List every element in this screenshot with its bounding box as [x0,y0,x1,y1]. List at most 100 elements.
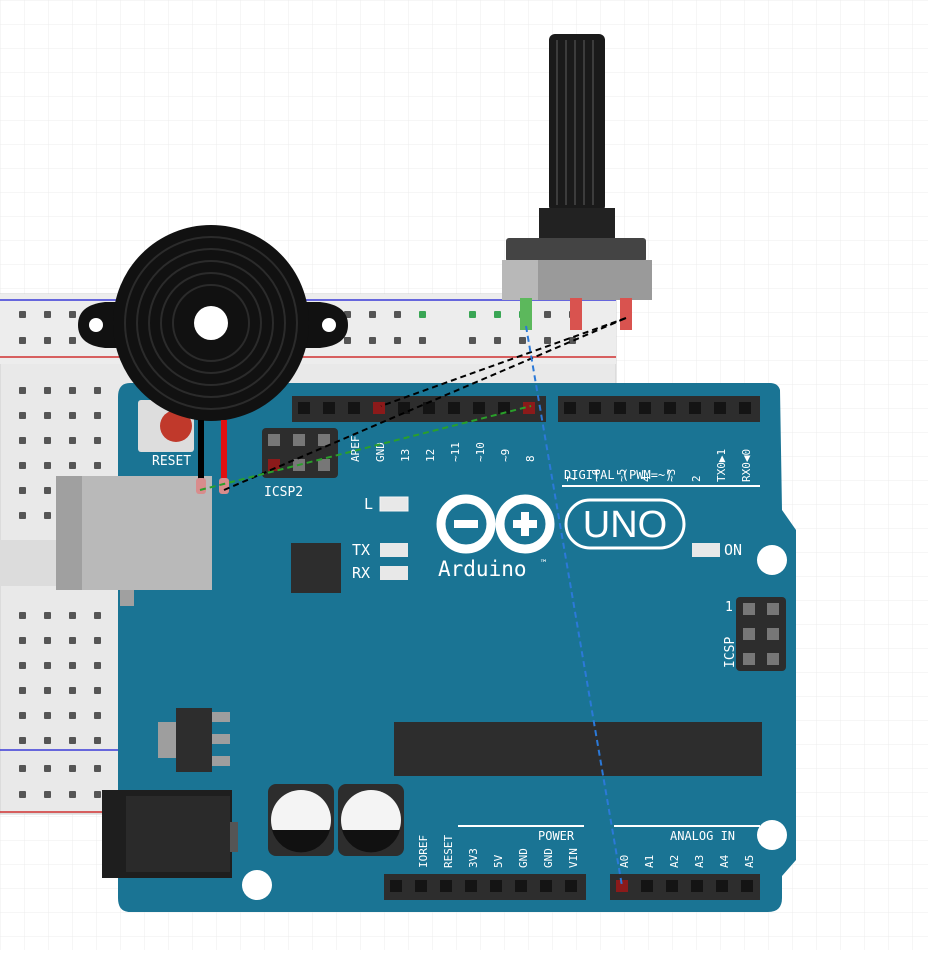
header-pin [515,880,527,892]
breadboard-hole [44,791,51,798]
breadboard-hole [69,637,76,644]
breadboard-hole [19,791,26,798]
trademark-label: ™ [540,559,546,569]
breadboard-hole [44,412,51,419]
wire-pot-to-a0 [525,325,623,887]
icsp-header: 1 ICSP [723,597,786,671]
breadboard-hole [369,337,376,344]
capacitor [338,784,404,856]
pin-label: 12 [424,449,437,462]
breadboard-hole [494,337,501,344]
header-pin [641,880,653,892]
header-pin [398,402,410,414]
microcontroller-chip [394,722,762,776]
digital-header-left [292,396,546,422]
header-pin [523,402,535,414]
breadboard-hole [44,512,51,519]
breadboard-hole [44,311,51,318]
pin-label: RX0◀0 [740,449,753,482]
breadboard-hole [19,487,26,494]
pin-label: ~6 [590,469,603,482]
breadboard-hole [19,712,26,719]
header-pin [298,402,310,414]
breadboard-hole [94,412,101,419]
icsp-label: ICSP [723,637,738,668]
breadboard-hole [69,612,76,619]
breadboard-hole [19,412,26,419]
pin-label: ~11 [449,442,462,462]
wire-buzzer-to-pin8 [199,405,532,491]
breadboard-hole [44,612,51,619]
digital-header-right [558,396,760,422]
breadboard-hole [94,462,101,469]
breadboard-hole [369,311,376,318]
breadboard-hole [19,337,26,344]
analog-label: ANALOG IN [670,829,735,843]
header-pin [473,402,485,414]
pin-label: VIN [567,848,580,868]
breadboard-hole [69,412,76,419]
breadboard-hole [94,737,101,744]
breadboard-hole [94,765,101,772]
board-pcb [118,383,796,912]
breadboard-hole [94,712,101,719]
breadboard-hole [44,487,51,494]
analog-header [610,874,760,900]
header-pin [448,402,460,414]
breadboard-hole [394,311,401,318]
capacitor [268,784,334,856]
minus-icon [454,520,478,528]
breadboard-hole [44,462,51,469]
mount-hole [242,870,272,900]
breadboard-hole [19,662,26,669]
breadboard-hole [94,662,101,669]
header-pin [373,402,385,414]
header-pin [616,880,628,892]
led-on-label: ON [724,541,742,559]
led-rx-label: RX [352,564,370,582]
power-jack [102,790,238,878]
pin-label: GND [542,848,555,868]
pin-label: 4 [640,475,653,482]
led-rx: RX [352,564,408,582]
power-header [384,874,586,900]
led-on: ON [692,541,742,559]
pot-pin-right [620,298,632,330]
header-pin [589,402,601,414]
breadboard-hole [19,462,26,469]
breadboard-hole [94,612,101,619]
header-pin [498,402,510,414]
led-tx: TX [352,541,408,559]
breadboard-hole [19,512,26,519]
mount-hole [757,820,787,850]
breadboard-hole [519,337,526,344]
breadboard-hole [69,337,76,344]
breadboard-hole [69,791,76,798]
pin-label: RESET [442,835,455,868]
header-pin [415,880,427,892]
power-label: POWER [538,829,575,843]
icsp2-label: ICSP2 [264,485,303,500]
breadboard-hole [69,437,76,444]
usb-chip [291,543,341,593]
breadboard-hole [94,387,101,394]
breadboard-hole [69,765,76,772]
pin-label: 8 [524,455,537,462]
header-pin [741,880,753,892]
breadboard-hole [94,687,101,694]
breadboard-hole [19,311,26,318]
header-pin [716,880,728,892]
header-pin [614,402,626,414]
breadboard-hole [469,337,476,344]
voltage-regulator [158,708,230,772]
breadboard-hole [44,662,51,669]
breadboard-hole [94,637,101,644]
usb-connector [56,476,212,606]
pin-label: 5V [492,854,505,868]
header-pin [689,402,701,414]
wire-buzzer-to-pot [223,317,627,491]
breadboard-hole [494,311,501,318]
